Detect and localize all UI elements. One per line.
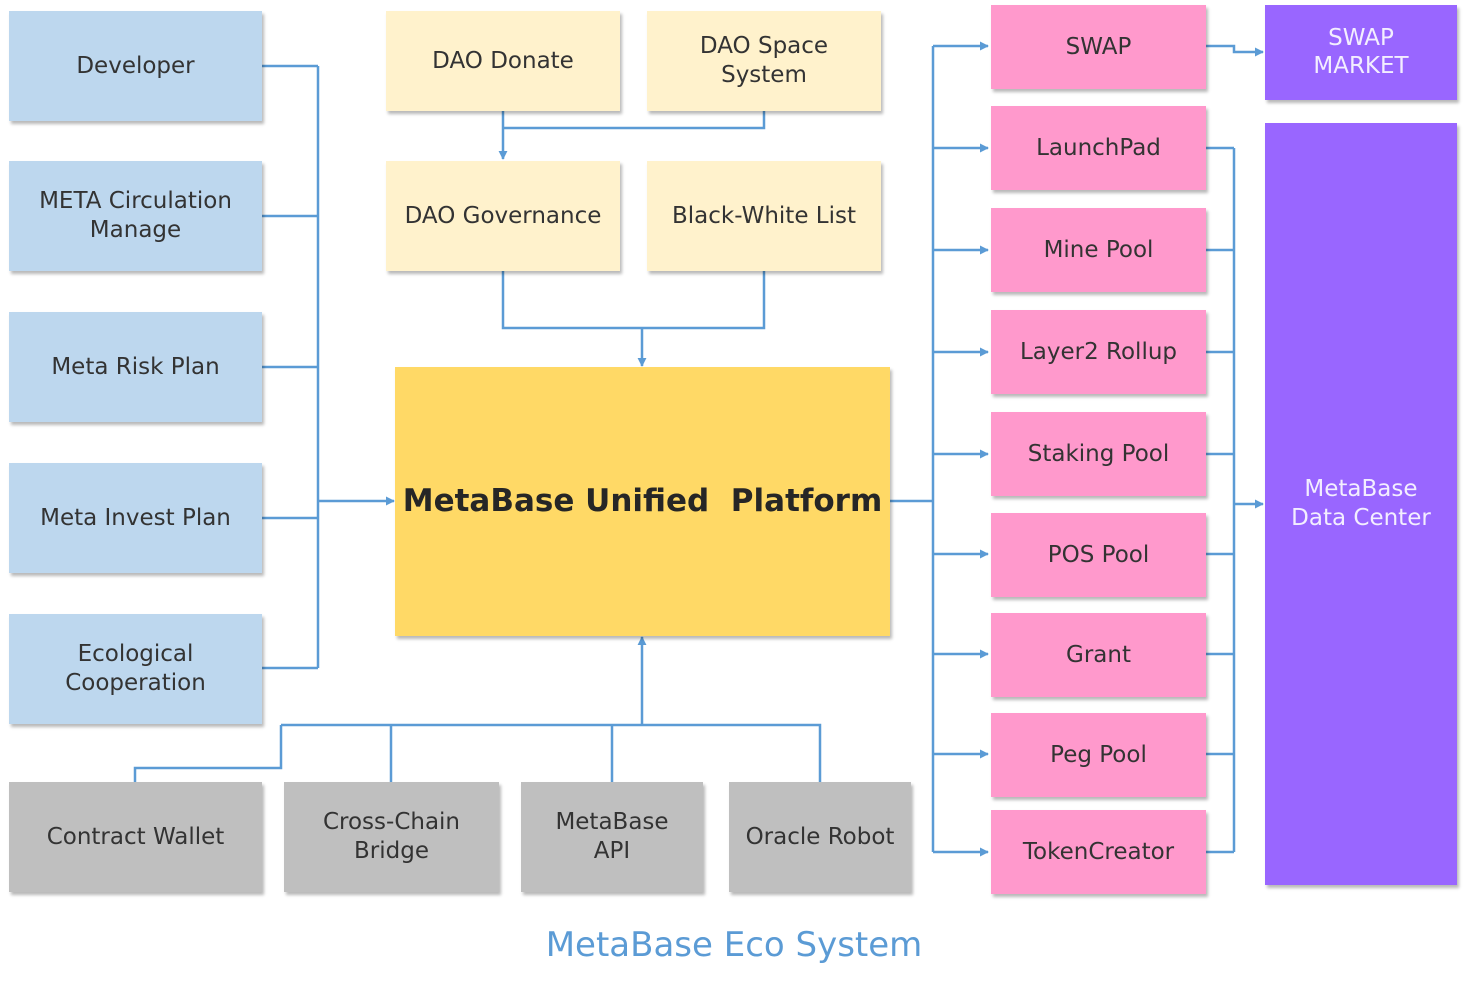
dao-governance-box: DAO Governance — [386, 161, 620, 271]
peg-pool-box: Peg Pool — [991, 713, 1206, 797]
metabase-data-center-box: MetaBase Data Center — [1265, 123, 1457, 885]
meta-invest-plan-box: Meta Invest Plan — [9, 463, 262, 573]
contract-wallet-box: Contract Wallet — [9, 782, 262, 892]
grant-box: Grant — [991, 613, 1206, 697]
metabase-unified-platform-box: MetaBase Unified Platform — [395, 367, 890, 636]
black-white-list-box: Black-White List — [647, 161, 881, 271]
oracle-robot-box: Oracle Robot — [729, 782, 911, 892]
swap-market-box: SWAP MARKET — [1265, 5, 1457, 100]
swap-box: SWAP — [991, 5, 1206, 89]
layer2-rollup-box: Layer2 Rollup — [991, 310, 1206, 394]
ecological-cooperation-box: Ecological Cooperation — [9, 614, 262, 724]
cross-chain-bridge-box: Cross-Chain Bridge — [284, 782, 499, 892]
arrow-swap-to-market — [1206, 44, 1264, 57]
launchpad-box: LaunchPad — [991, 106, 1206, 190]
developer-box: Developer — [9, 11, 262, 121]
dao-donate-box: DAO Donate — [386, 11, 620, 111]
connector-contract-wallet — [133, 725, 283, 782]
tokencreator-box: TokenCreator — [991, 810, 1206, 894]
staking-pool-box: Staking Pool — [991, 412, 1206, 496]
connector-dao-space — [503, 111, 766, 130]
meta-risk-plan-box: Meta Risk Plan — [9, 312, 262, 422]
connector-dao-governance — [501, 271, 766, 330]
pos-pool-box: POS Pool — [991, 513, 1206, 597]
diagram-caption: MetaBase Eco System — [545, 925, 923, 965]
mine-pool-box: Mine Pool — [991, 208, 1206, 292]
dao-space-system-box: DAO Space System — [647, 11, 881, 111]
metabase-api-box: MetaBase API — [521, 782, 703, 892]
bottom-bus — [281, 723, 822, 782]
meta-circulation-manage-box: META Circulation Manage — [9, 161, 262, 271]
